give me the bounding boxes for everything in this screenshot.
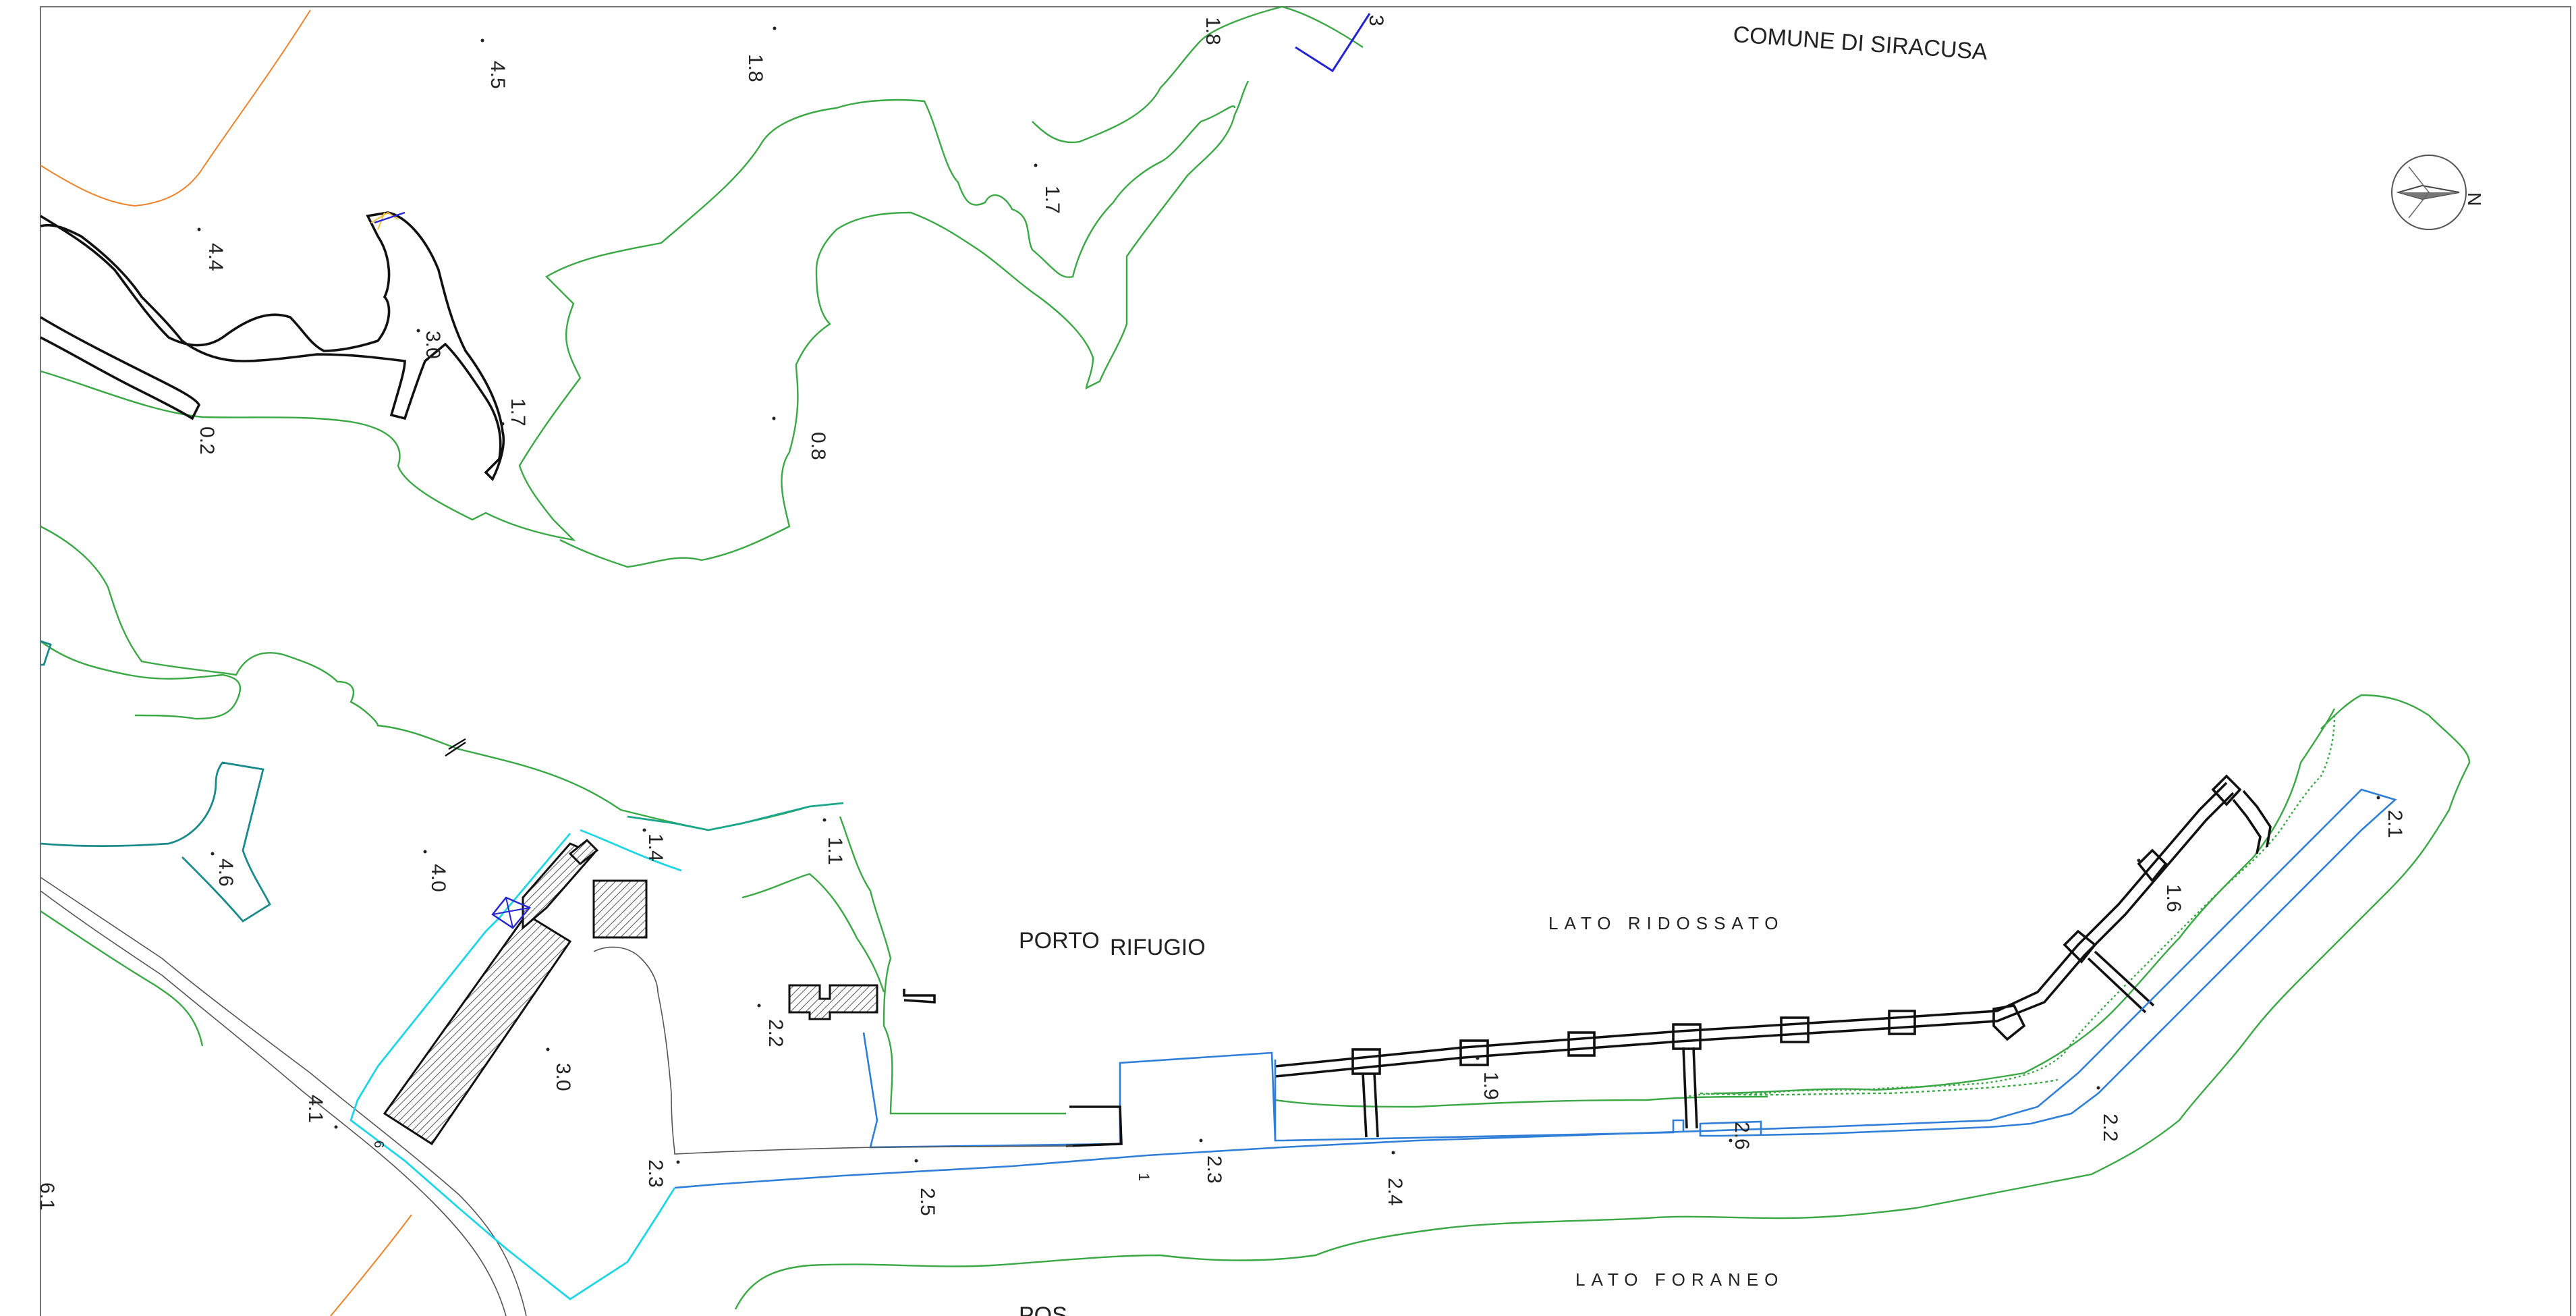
rifugio-label: RIFUGIO xyxy=(1110,935,1206,960)
misc-marks xyxy=(370,13,1371,757)
elevation-label: 3.0 xyxy=(552,1063,574,1091)
map-frame xyxy=(40,6,2571,1316)
upper-left-structure xyxy=(40,211,505,482)
elevation-label: 1.7 xyxy=(1041,186,1063,214)
elevation-label: 4.1 xyxy=(304,1095,327,1123)
partial-bottom-label: POS xyxy=(1019,1303,1067,1316)
elevation-label: 3.0 xyxy=(422,331,444,359)
elevation-label: 2.5 xyxy=(916,1188,939,1216)
comune-label: COMUNE DI SIRACUSA xyxy=(1732,22,1988,65)
elevation-label: 2.3 xyxy=(1203,1155,1225,1184)
elevation-label: 4.5 xyxy=(486,61,509,89)
elevation-label: 2.3 xyxy=(644,1159,667,1188)
porto-label: PORTO xyxy=(1019,928,1100,954)
waterline xyxy=(674,788,2397,1189)
north-label: N xyxy=(2464,192,2485,206)
lato-ridossato-label: LATO RIDOSSATO xyxy=(1548,913,1784,933)
elevation-label: 0.8 xyxy=(807,432,829,460)
elevation-label: 6.1 xyxy=(36,1182,58,1211)
elevation-label: 0.2 xyxy=(196,427,218,455)
contour-lines xyxy=(40,5,2471,1310)
elevation-label: 4.4 xyxy=(204,243,227,271)
small-six-label: 6 xyxy=(371,1141,386,1148)
small-one-label: 1 xyxy=(1136,1173,1152,1181)
compass-north-arrow-icon: N xyxy=(2391,155,2485,230)
lato-foraneo-label: LATO FORANEO xyxy=(1575,1269,1784,1290)
elevation-label: 2.1 xyxy=(2384,810,2406,838)
elevation-label: 4.6 xyxy=(215,858,237,887)
quay-structure xyxy=(40,877,1123,1316)
elevation-label: 1.9 xyxy=(1480,1072,1502,1100)
elevation-label: 2.2 xyxy=(764,1019,787,1047)
main-breakwater xyxy=(1275,774,2272,1138)
quay-edge xyxy=(349,802,844,1300)
elevation-label: 2.6 xyxy=(1731,1122,1753,1150)
buildings xyxy=(383,838,878,1146)
elevation-label: 1.1 xyxy=(824,837,846,865)
elevation-label: 1.8 xyxy=(744,54,766,82)
place-labels: COMUNE DI SIRACUSA PORTO RIFUGIO LATO RI… xyxy=(371,15,1988,1316)
partial-top-label: 3 xyxy=(1365,15,1387,26)
elevation-label: 2.4 xyxy=(1384,1178,1406,1206)
elevation-label: 4.0 xyxy=(427,864,449,892)
elevation-label: 1.7 xyxy=(507,398,529,427)
spot-elevations: 4.5 1.8 1.8 1.7 4.4 3.0 1.7 0.2 0.8 4.6 … xyxy=(36,17,2406,1216)
road-lines xyxy=(40,9,412,1316)
elevation-label: 1.8 xyxy=(1202,17,1224,45)
elevation-label: 2.2 xyxy=(2099,1114,2121,1142)
boundary-lines xyxy=(40,640,271,923)
elevation-label: 1.4 xyxy=(644,833,667,862)
elevation-label: 1.6 xyxy=(2162,884,2185,912)
